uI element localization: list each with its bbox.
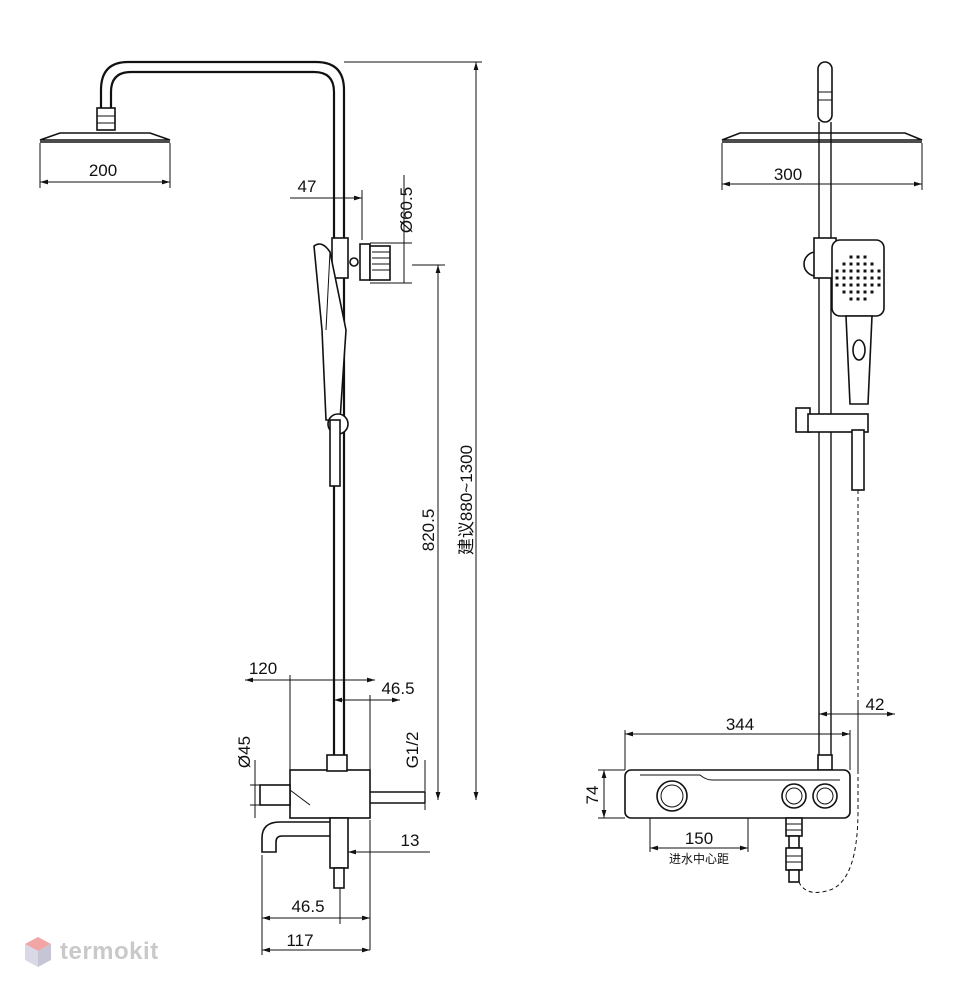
dim-bracket-offset: 47	[290, 177, 363, 240]
dim-connection: G1/2	[403, 732, 426, 810]
mixer-front	[624, 754, 851, 819]
nozzle-dot	[863, 255, 867, 259]
dim-bracket-diameter: Ø60.5	[370, 175, 416, 284]
nozzle-dot	[863, 262, 867, 266]
nozzle-dot	[877, 283, 881, 287]
dim-wall-offset: 13	[348, 831, 430, 855]
right-front-view: 300 42 344	[583, 61, 923, 893]
overhead-arm	[99, 60, 346, 760]
nozzle-dot	[835, 276, 839, 280]
dim-spout-offset: 46.5	[262, 820, 371, 950]
hand-shower-nozzles	[835, 255, 881, 301]
nozzle-dot	[856, 269, 860, 273]
nozzle-dot	[870, 283, 874, 287]
label-height-recommended: 建议880~1300	[457, 445, 476, 555]
nozzle-dot	[849, 283, 853, 287]
label-mixer-width: 344	[726, 715, 754, 734]
watermark-text: termokit	[60, 938, 159, 965]
nozzle-dot	[835, 269, 839, 273]
label-bracket-diameter: Ø60.5	[397, 187, 416, 233]
nozzle-dot	[877, 276, 881, 280]
dim-pipe-offset: 46.5	[334, 679, 415, 770]
nozzle-dot	[863, 297, 867, 301]
label-head-width-front: 300	[774, 165, 802, 184]
nozzle-dot	[856, 283, 860, 287]
label-pipe-offset: 46.5	[381, 679, 414, 698]
dim-height-recommended: 建议880~1300	[344, 61, 482, 800]
dim-head-width-front: 300	[721, 143, 923, 190]
rain-head-side	[39, 132, 171, 141]
nozzle-dot	[842, 276, 846, 280]
dim-mixer-height: 74	[583, 769, 625, 819]
label-inlet-distance: 150	[685, 829, 713, 848]
rain-head-front	[721, 132, 923, 141]
dim-bar-offset: 42	[819, 695, 895, 770]
label-wall-offset: 13	[401, 831, 420, 850]
nozzle-dot	[849, 269, 853, 273]
label-head-width: 200	[89, 161, 117, 180]
nozzle-dot	[849, 297, 853, 301]
label-bar-offset: 42	[866, 695, 885, 714]
dim-head-width: 200	[39, 143, 171, 188]
nozzle-dot	[849, 290, 853, 294]
dim-spout-length: 117	[261, 855, 370, 955]
nozzle-dot	[877, 269, 881, 273]
bracket-fins	[369, 245, 391, 281]
nozzle-dot	[856, 290, 860, 294]
nozzle-dot	[849, 262, 853, 266]
nozzle-dot	[863, 276, 867, 280]
nozzle-dot	[856, 297, 860, 301]
label-spout-offset: 46.5	[291, 897, 324, 916]
dim-mixer-depth: 120	[245, 659, 375, 770]
nozzle-dot	[842, 283, 846, 287]
nozzle-dot	[849, 255, 853, 259]
dim-inlet-distance: 150 进水中心距	[649, 818, 749, 866]
nozzle-dot	[856, 255, 860, 259]
nozzle-dot	[856, 276, 860, 280]
left-side-view: 200 47 Ø60.5	[39, 60, 482, 955]
mixer-body-side	[259, 754, 426, 819]
nozzle-dot	[863, 269, 867, 273]
label-spout-length: 117	[286, 931, 313, 950]
dim-height-main: 820.5	[412, 264, 445, 800]
nozzle-dot	[842, 262, 846, 266]
outlet-fitting	[785, 817, 803, 883]
nozzle-dot	[835, 283, 839, 287]
nozzle-dot	[842, 269, 846, 273]
nozzle-dot	[870, 262, 874, 266]
nozzle-dot	[849, 276, 853, 280]
nozzle-dot	[863, 283, 867, 287]
label-body-diameter: Ø45	[235, 736, 254, 768]
nozzle-dot	[842, 290, 846, 294]
label-bracket-offset: 47	[298, 177, 317, 196]
hose	[797, 490, 859, 893]
dim-body-diameter: Ø45	[235, 736, 290, 818]
cube-icon	[25, 937, 51, 967]
spout-side	[261, 821, 341, 853]
nozzle-dot	[863, 290, 867, 294]
nozzle-dot	[870, 269, 874, 273]
label-mixer-depth: 120	[249, 659, 277, 678]
label-connection: G1/2	[403, 732, 422, 769]
label-mixer-height: 74	[583, 786, 602, 805]
label-inlet-caption: 进水中心距	[669, 851, 729, 866]
nozzle-dot	[856, 262, 860, 266]
watermark-logo: termokit	[24, 936, 159, 968]
nozzle-dot	[870, 290, 874, 294]
dim-mixer-width: 344	[624, 715, 851, 770]
nozzle-dot	[870, 276, 874, 280]
label-height-main: 820.5	[419, 509, 438, 552]
